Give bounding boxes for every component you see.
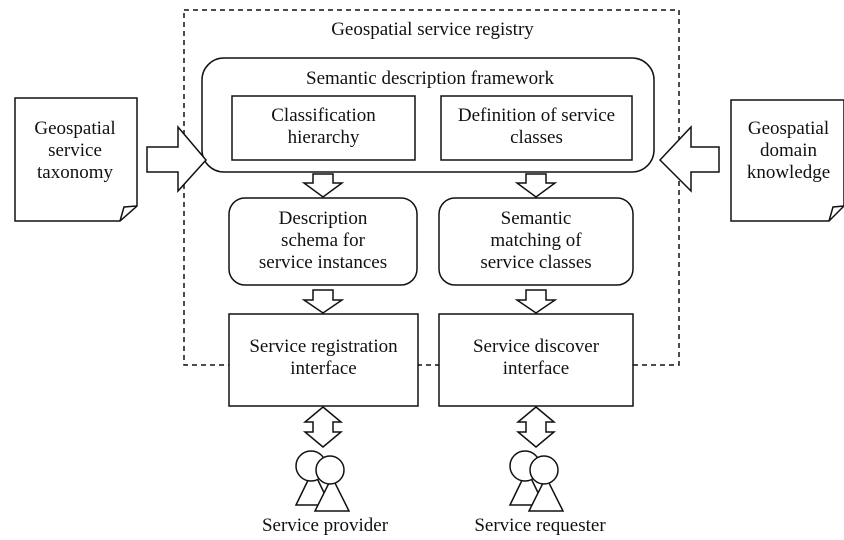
registration-box	[228, 313, 419, 407]
classification-hierarchy-label: Classification hierarchy	[271, 105, 376, 148]
definition-of-service-classes-label: Definition of service classes	[457, 105, 616, 148]
service-discover-interface-label: Service discover interface	[472, 336, 600, 379]
geospatial-domain-knowledge-label: Geospatial domain knowledge	[746, 118, 831, 183]
schema-box	[228, 197, 418, 286]
service-provider-label: Service provider	[261, 515, 389, 536]
down-arrow-3	[301, 289, 345, 314]
matching-box	[438, 197, 634, 286]
down-arrow-4	[514, 289, 558, 314]
provider-user-icon	[294, 450, 351, 512]
registry-boundary	[183, 9, 680, 366]
service-registration-interface-label: Service registration interface	[249, 336, 398, 379]
description-schema-label: Description schema for service instances	[258, 208, 388, 273]
knowledge-arrow	[658, 125, 720, 193]
down-arrow-1	[301, 173, 345, 198]
requester-arrow	[515, 406, 557, 448]
provider-arrow	[302, 406, 344, 448]
service-requester-label: Service requester	[474, 515, 606, 536]
geospatial-service-taxonomy-label: Geospatial service taxonomy	[34, 118, 116, 183]
taxonomy-document	[14, 97, 138, 222]
taxonomy-arrow	[146, 124, 207, 193]
classification-box	[231, 95, 416, 161]
registry-title: Geospatial service registry	[331, 19, 534, 40]
semantic-matching-label: Semantic matching of service classes	[480, 208, 592, 273]
definition-box	[440, 95, 633, 161]
framework-box	[201, 57, 655, 173]
discover-box	[438, 313, 634, 407]
knowledge-document	[730, 99, 844, 222]
framework-title: Semantic description framework	[306, 68, 554, 89]
down-arrow-2	[514, 173, 558, 198]
requester-user-icon	[508, 450, 565, 512]
